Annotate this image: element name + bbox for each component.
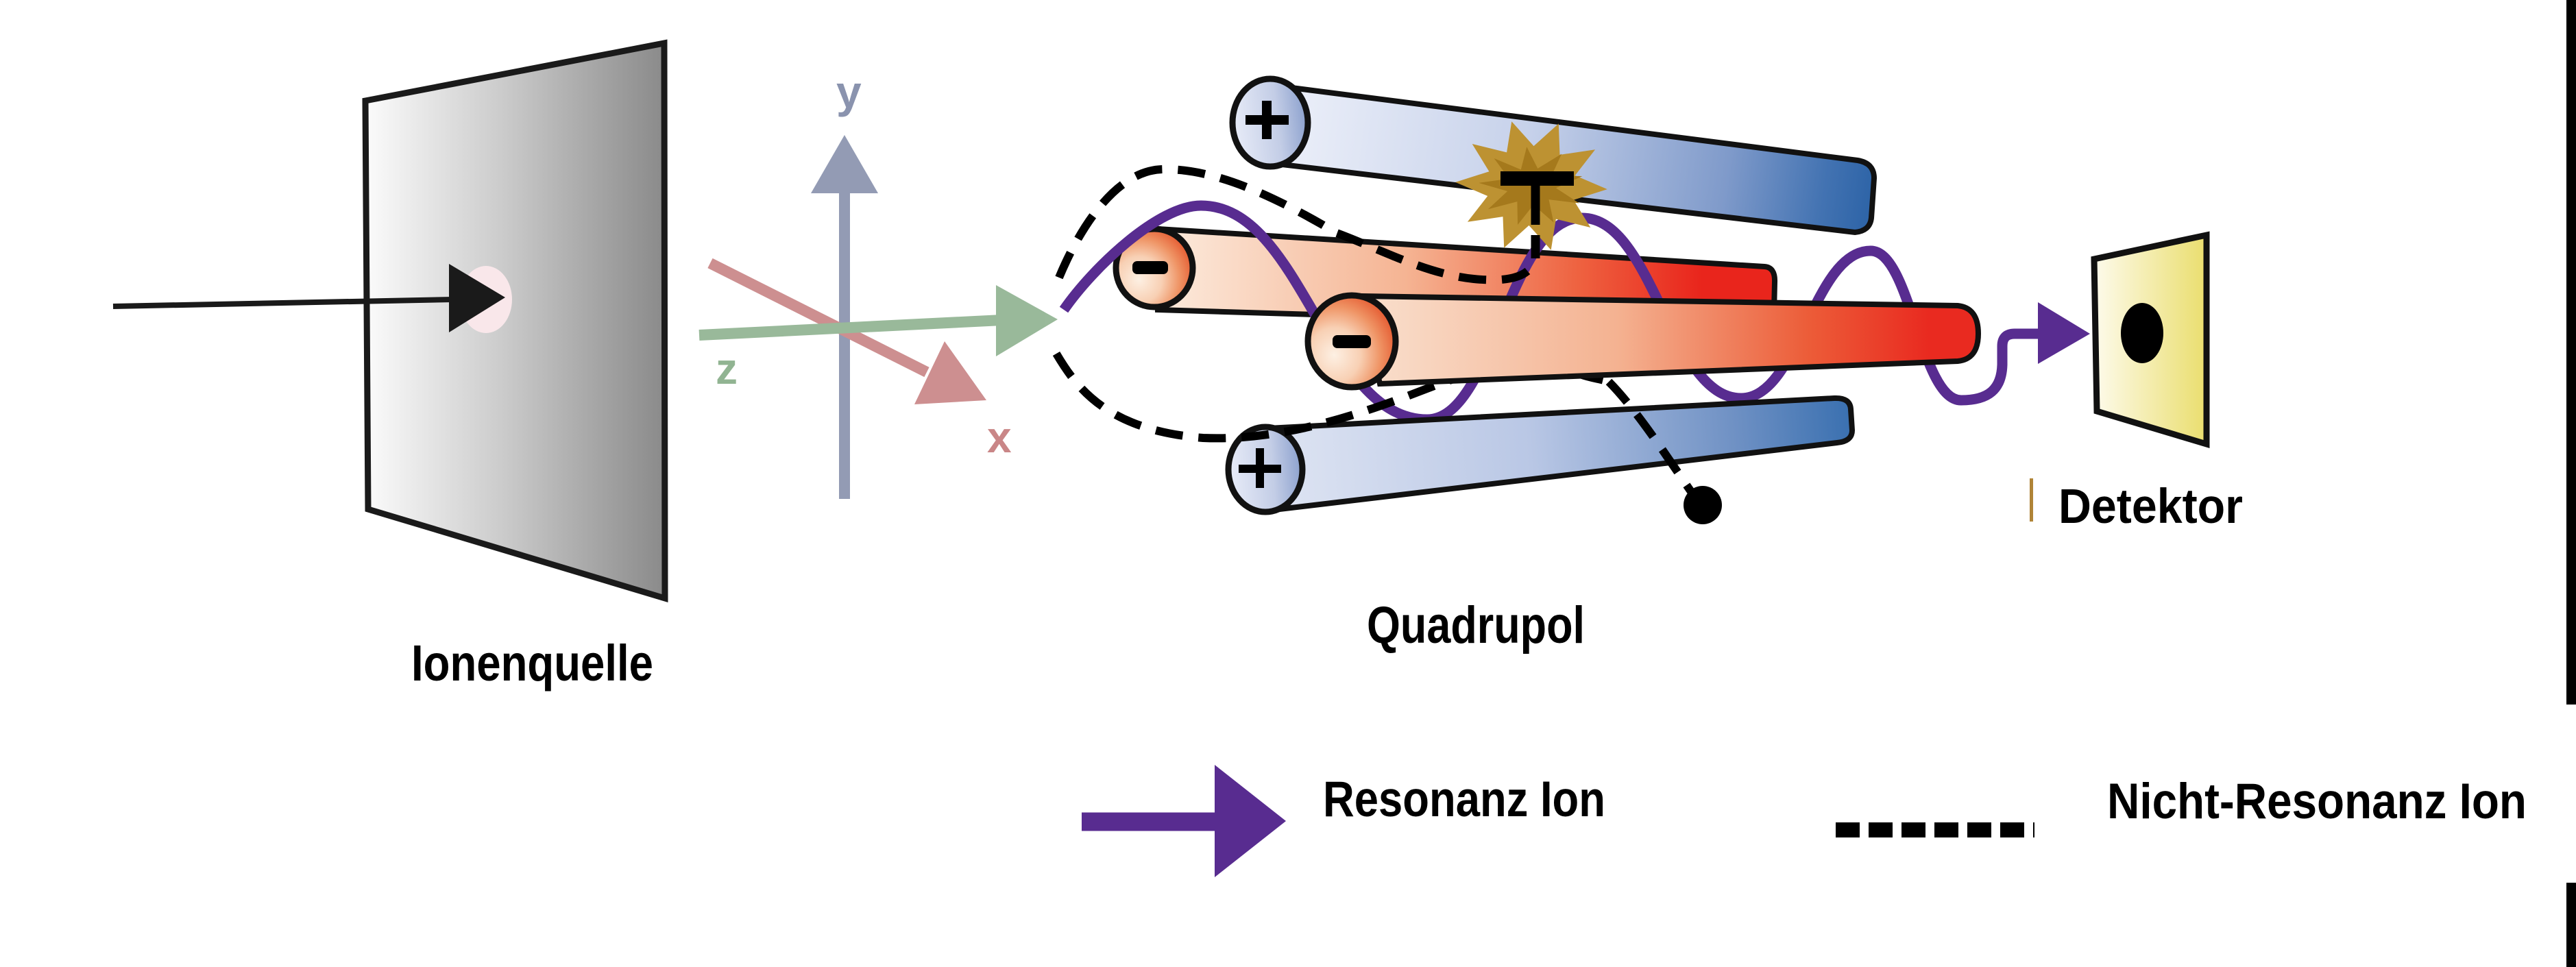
svg-text:Nicht-Resonanz Ion: Nicht-Resonanz Ion bbox=[2107, 774, 2527, 829]
svg-text:Detektor: Detektor bbox=[2058, 480, 2243, 534]
svg-text:Ionenquelle: Ionenquelle bbox=[411, 635, 653, 691]
svg-text:z: z bbox=[716, 344, 738, 393]
svg-text:Resonanz Ion: Resonanz Ion bbox=[1323, 772, 1605, 827]
svg-text:y: y bbox=[836, 66, 862, 117]
svg-text:x: x bbox=[987, 413, 1012, 462]
svg-text:Quadrupol: Quadrupol bbox=[1367, 596, 1585, 654]
